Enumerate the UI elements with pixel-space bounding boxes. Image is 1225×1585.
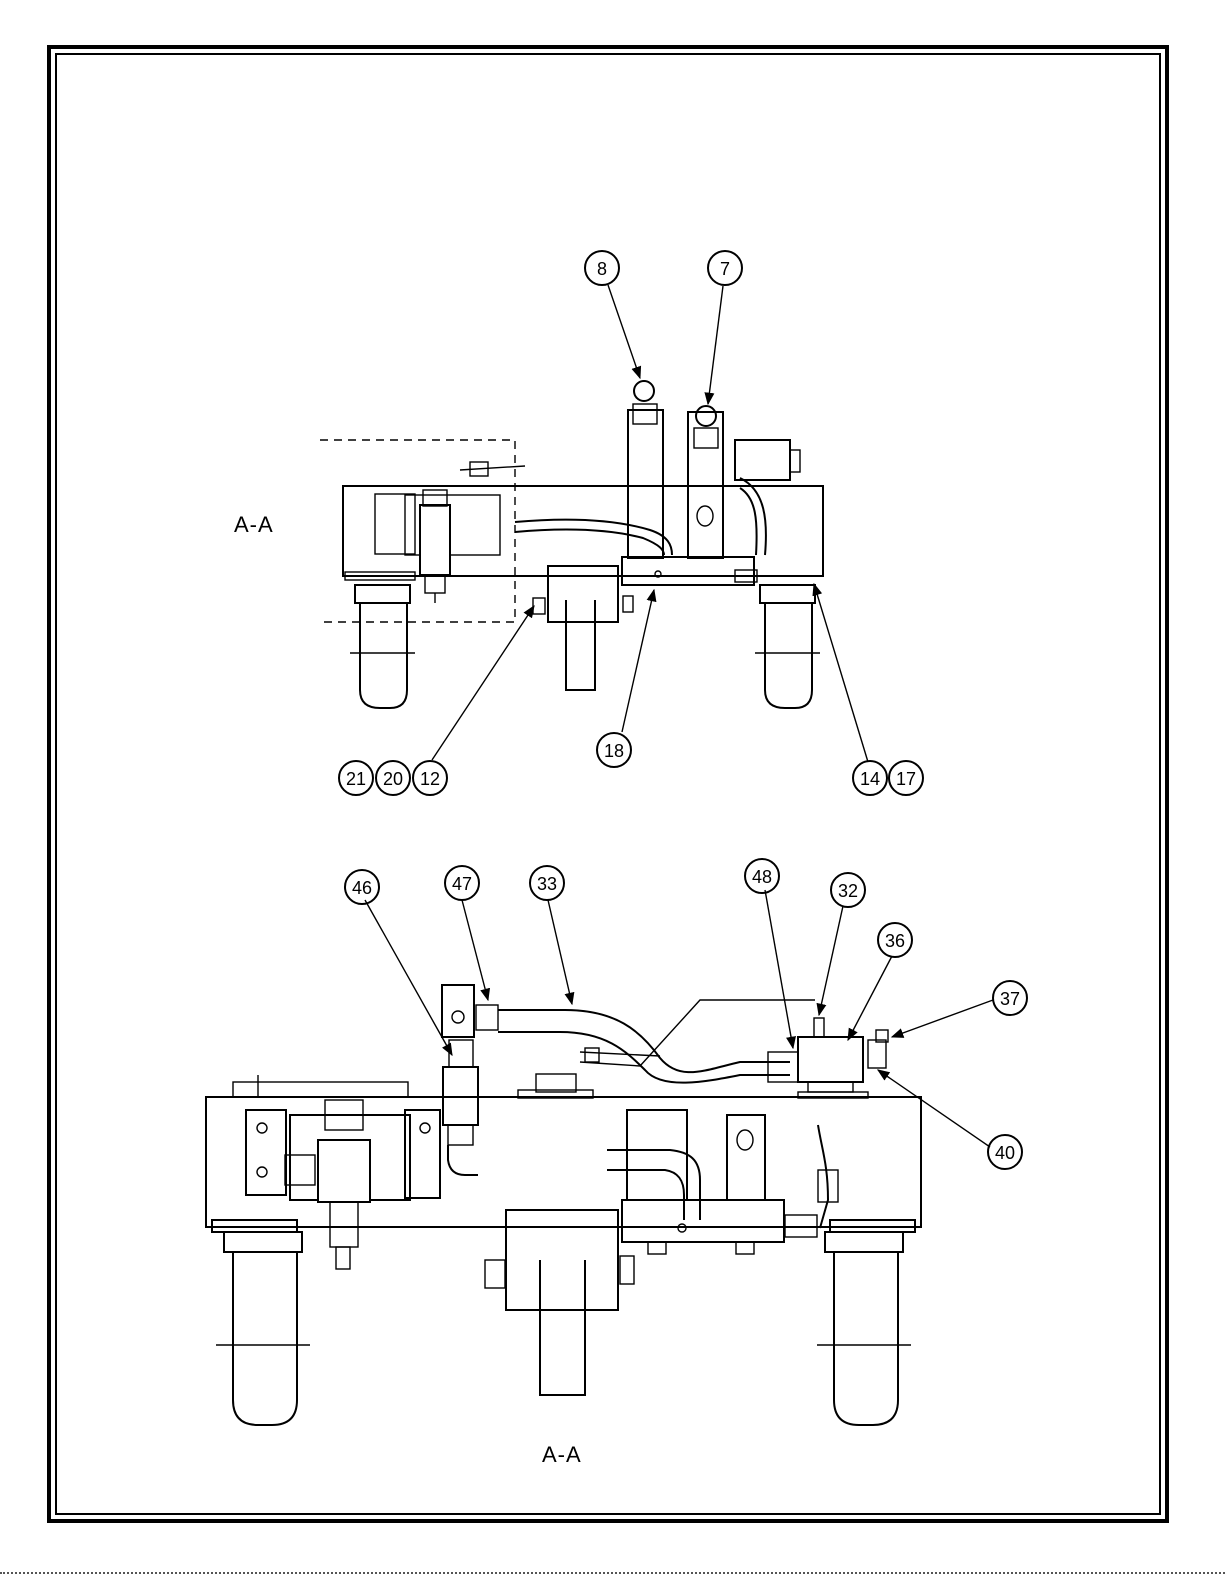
filter-regulator	[318, 1140, 370, 1202]
svg-text:8: 8	[597, 259, 607, 279]
callout-36: 36	[878, 923, 912, 957]
svg-text:20: 20	[383, 769, 403, 789]
callout-48: 48	[745, 859, 779, 893]
callout-21: 21	[339, 761, 373, 795]
callout-40: 40	[988, 1135, 1022, 1169]
callout-32: 32	[831, 873, 865, 907]
section-label-bottom: A-A	[542, 1442, 582, 1467]
section-view	[206, 985, 921, 1425]
manifold	[622, 557, 754, 585]
top-view	[320, 381, 823, 708]
callout-18: 18	[597, 733, 631, 767]
svg-text:7: 7	[720, 259, 730, 279]
callout-12: 12	[413, 761, 447, 795]
svg-text:46: 46	[352, 878, 372, 898]
svg-text:18: 18	[604, 741, 624, 761]
callout-14: 14	[853, 761, 887, 795]
callout-47: 47	[445, 866, 479, 900]
section-label-top: A-A	[234, 512, 274, 537]
callout-46: 46	[345, 870, 379, 904]
svg-text:12: 12	[420, 769, 440, 789]
callout-37: 37	[993, 981, 1027, 1015]
callout-17: 17	[889, 761, 923, 795]
svg-text:37: 37	[1000, 989, 1020, 1009]
callout-8: 8	[585, 251, 619, 285]
callout-20: 20	[376, 761, 410, 795]
callout-33: 33	[530, 866, 564, 900]
regulator	[420, 505, 450, 575]
svg-text:40: 40	[995, 1143, 1015, 1163]
section-boundary	[320, 440, 515, 622]
svg-text:33: 33	[537, 874, 557, 894]
svg-text:32: 32	[838, 881, 858, 901]
svg-text:17: 17	[896, 769, 916, 789]
manifold-section	[622, 1200, 784, 1242]
frame-body-section	[206, 1097, 921, 1227]
svg-text:21: 21	[346, 769, 366, 789]
svg-text:14: 14	[860, 769, 880, 789]
svg-text:36: 36	[885, 931, 905, 951]
callout-7: 7	[708, 251, 742, 285]
svg-text:47: 47	[452, 874, 472, 894]
svg-text:48: 48	[752, 867, 772, 887]
